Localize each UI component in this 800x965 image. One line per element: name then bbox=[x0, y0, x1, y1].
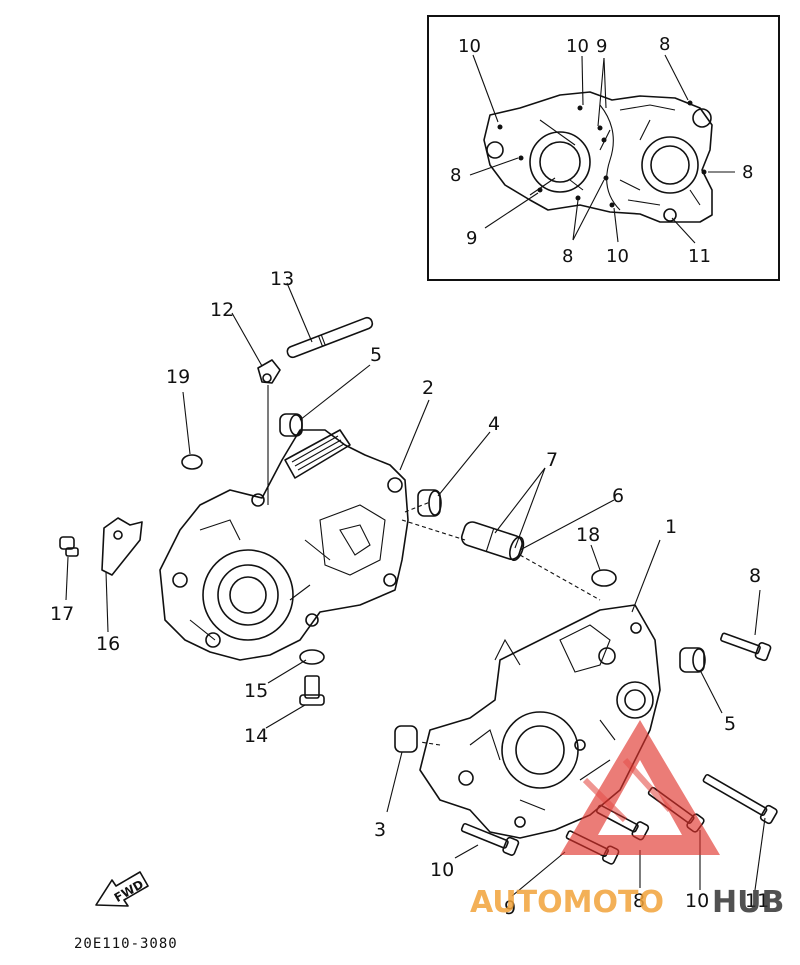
leader-lines bbox=[65, 282, 766, 897]
fwd-label: FWD bbox=[112, 877, 146, 905]
inset-callout-10: 10 bbox=[566, 36, 589, 57]
inset-callout-8: 8 bbox=[659, 34, 670, 55]
left-crankcase-part-2 bbox=[159, 429, 409, 661]
automotohub-watermark: AUTOMOTO HUB bbox=[470, 720, 784, 920]
callout-13: 13 bbox=[270, 268, 294, 290]
inset-callout-9: 9 bbox=[466, 228, 477, 249]
inset-view: 10 10 9 8 8 8 9 8 10 11 bbox=[427, 15, 780, 281]
watermark-brand-left: AUTOMOTO bbox=[470, 885, 664, 920]
inset-callout-8: 8 bbox=[450, 165, 461, 186]
inset-callout-9: 9 bbox=[596, 36, 607, 57]
callout-17: 17 bbox=[50, 603, 74, 625]
callout-5: 5 bbox=[370, 344, 382, 366]
callout-8: 8 bbox=[633, 890, 645, 912]
callout-1: 1 bbox=[665, 516, 677, 538]
right-crankcase-part-1 bbox=[419, 604, 661, 839]
inset-callout-11: 11 bbox=[688, 246, 711, 267]
inset-callout-8: 8 bbox=[742, 162, 753, 183]
callout-5: 5 bbox=[724, 713, 736, 735]
fwd-arrow-icon: FWD bbox=[95, 871, 149, 907]
watermark-brand-right: HUB bbox=[712, 885, 784, 920]
callout-11: 11 bbox=[745, 890, 769, 912]
callout-8: 8 bbox=[749, 565, 761, 587]
callout-16: 16 bbox=[96, 633, 120, 655]
callouts: 1 2 3 4 5 5 6 7 8 8 9 10 10 11 12 13 14 … bbox=[50, 268, 769, 919]
part-code: 20E110-3080 bbox=[74, 936, 178, 952]
callout-12: 12 bbox=[210, 299, 234, 321]
callout-7: 7 bbox=[546, 449, 558, 471]
callout-3: 3 bbox=[374, 819, 386, 841]
callout-15: 15 bbox=[244, 680, 268, 702]
callout-14: 14 bbox=[244, 725, 268, 747]
callout-10: 10 bbox=[685, 890, 709, 912]
inset-callout-10: 10 bbox=[606, 246, 629, 267]
callout-18: 18 bbox=[576, 524, 600, 546]
callout-4: 4 bbox=[488, 413, 500, 435]
callout-9: 9 bbox=[504, 897, 516, 919]
callout-19: 19 bbox=[166, 366, 190, 388]
inset-callout-8: 8 bbox=[562, 246, 573, 267]
inset-callout-10: 10 bbox=[458, 36, 481, 57]
callout-10: 10 bbox=[430, 859, 454, 881]
callout-6: 6 bbox=[612, 485, 624, 507]
callout-2: 2 bbox=[422, 377, 434, 399]
